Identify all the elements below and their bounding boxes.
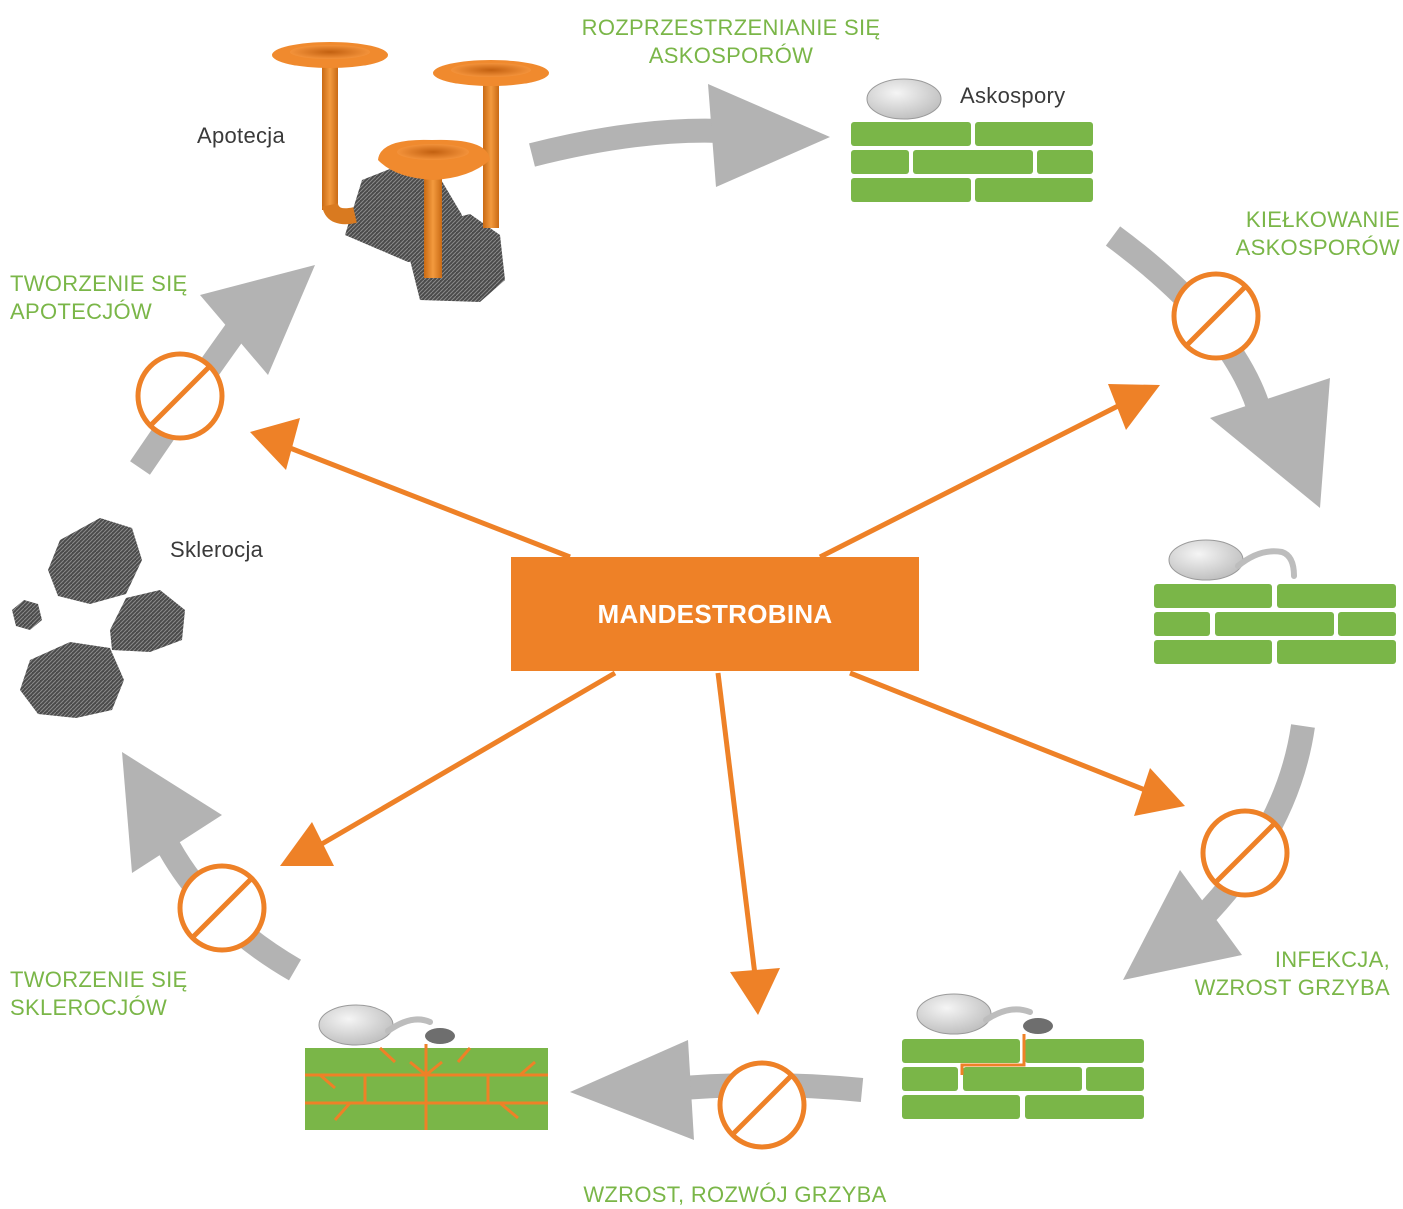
stage-label-line: INFEKCJA, [1274,947,1390,972]
spore-icon [916,993,1053,1035]
stage-label-line: SKLEROCJÓW [10,995,168,1020]
stage-label-line: ASKOSPORÓW [648,43,814,68]
spore-icon [866,78,942,120]
apothecia-label: Apotecja [197,123,286,148]
stage-label-apothecia-formation: TWORZENIE SIĘ APOTECJÓW [10,270,270,326]
stage-label-line: KIEŁKOWANIE [1245,207,1400,232]
sclerotium-icon [12,518,185,718]
mushroom-icon [272,42,549,302]
leaf-cell-icon [902,1039,1144,1119]
no-entry-icon [717,1060,807,1150]
stage-label-line: TWORZENIE SIĘ [10,967,188,992]
stage-label-line: WZROST, ROZWÓJ GRZYBA [583,1182,887,1207]
stage-label-growth: WZROST, ROZWÓJ GRZYBA [540,1181,930,1209]
stage-label-ascospore-spread: ROZPRZESTRZENIANIE SIĘ ASKOSPORÓW [548,14,914,70]
no-entry-icon [1200,808,1290,898]
stage-label-line: TWORZENIE SIĘ [10,271,188,296]
cycle-arrow-growth [570,1040,864,1140]
stage-label-line: ASKOSPORÓW [1235,235,1400,260]
stage-label-sclerotia-formation: TWORZENIE SIĘ SKLEROCJÓW [10,966,270,1022]
no-entry-icon [177,863,267,953]
ascospores-label: Askospory [960,83,1066,108]
leaf-cell-icon [1154,584,1396,664]
leaf-cell-icon [851,122,1093,202]
sclerotia-label: Sklerocja [170,537,264,562]
stage-label-line: APOTECJÓW [10,299,153,324]
inhibition-arrows [250,384,1185,1015]
cycle-arrow-spread [529,84,830,187]
mandestrobina-box: MANDESTROBINA [511,557,919,671]
spore-icon [1168,539,1297,581]
no-entry-icon [135,351,225,441]
stage-label-germination: KIEŁKOWANIE ASKOSPORÓW [1160,206,1400,262]
stage-label-infection: INFEKCJA, WZROST GRZYBA [1140,946,1390,1002]
stage-label-line: ROZPRZESTRZENIANIE SIĘ [581,15,881,40]
no-entry-icon [1171,271,1261,361]
hyphae-network [305,1044,548,1130]
stage-label-line: WZROST GRZYBA [1194,975,1390,1000]
center-label: MANDESTROBINA [597,598,833,629]
spore-icon [318,1004,455,1046]
hypha [960,1034,1026,1075]
